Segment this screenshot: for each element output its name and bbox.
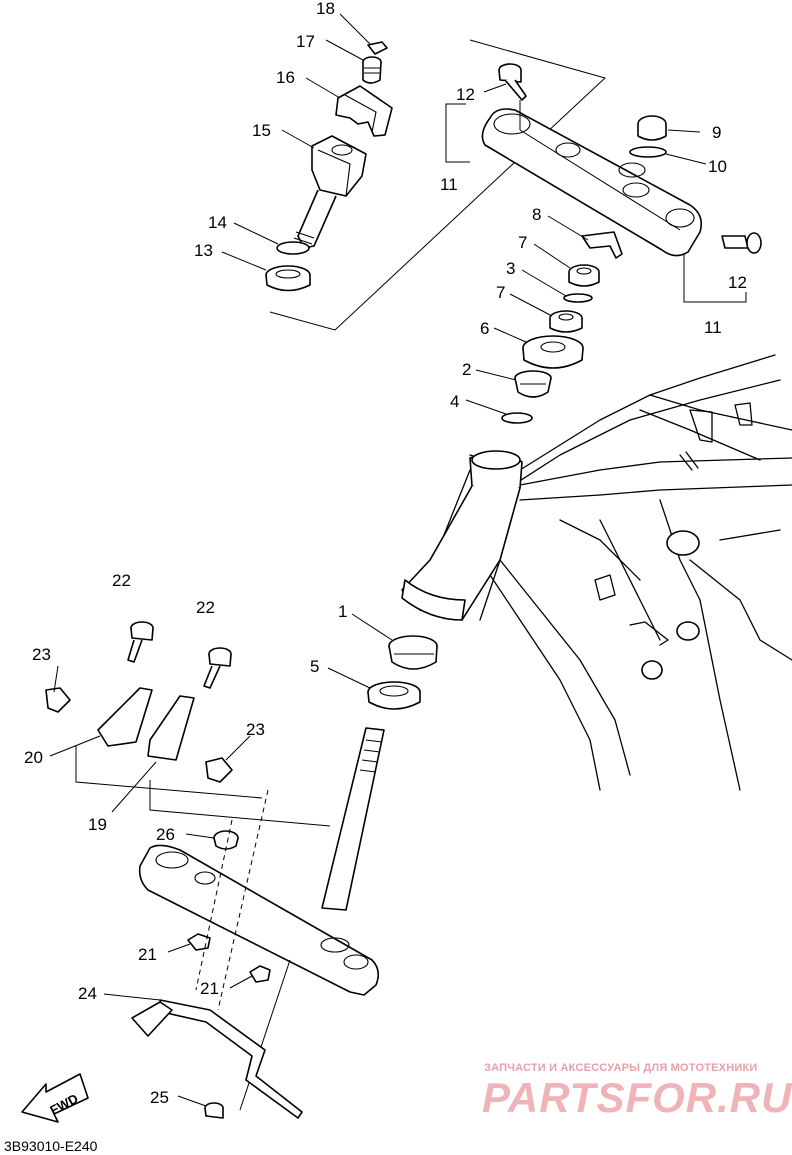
part-26-plug xyxy=(213,830,239,850)
callout-11-side: 11 xyxy=(704,318,722,337)
callout-5: 5 xyxy=(310,657,319,676)
callout-19: 19 xyxy=(88,815,107,834)
part-24-stay xyxy=(159,999,303,1119)
callout-22-right: 22 xyxy=(196,598,215,617)
callout-13: 13 xyxy=(194,241,213,260)
callout-9: 9 xyxy=(712,123,721,142)
callout-labels: 18 17 16 15 14 13 12 11 9 10 8 7 3 7 12 … xyxy=(24,0,747,1107)
stay-group xyxy=(131,999,303,1119)
callout-2: 2 xyxy=(462,360,471,379)
part-15-lower-holder xyxy=(293,135,367,249)
callout-6: 6 xyxy=(480,319,489,338)
callout-24: 24 xyxy=(78,984,97,1003)
callout-16: 16 xyxy=(276,68,295,87)
callout-12-top: 12 xyxy=(456,85,475,104)
watermark-logo: PARTSFOR.RU xyxy=(482,1074,792,1121)
part-19-bracket xyxy=(147,695,195,761)
callout-11-top: 11 xyxy=(440,175,458,194)
callout-12-side: 12 xyxy=(728,273,747,292)
callout-15: 15 xyxy=(252,121,271,140)
part-11-upper-bracket xyxy=(481,108,703,257)
lower-bearing-group xyxy=(367,635,438,710)
callout-25: 25 xyxy=(150,1088,169,1107)
callout-22-left: 22 xyxy=(112,571,131,590)
part-23-clip-right xyxy=(205,757,233,783)
cable-bracket-group xyxy=(45,621,331,827)
part-21-nut-right xyxy=(249,965,271,983)
part-10-washer xyxy=(629,146,667,158)
watermark-tagline: ЗАПЧАСТИ И АКСЕССУАРЫ ДЛЯ МОТОТЕХНИКИ xyxy=(484,1062,758,1074)
part-7-nut-upper xyxy=(568,264,600,287)
part-3-washer xyxy=(563,293,593,303)
callout-21-left: 21 xyxy=(138,945,157,964)
callout-18: 18 xyxy=(316,0,335,18)
part-12-bolt-top xyxy=(498,63,527,101)
callout-4: 4 xyxy=(450,392,459,411)
part-5-seal xyxy=(367,681,421,710)
callout-20: 20 xyxy=(24,748,43,767)
callout-7-upper: 7 xyxy=(518,233,527,252)
part-9-cap-nut xyxy=(637,115,667,141)
steering-stem-shaft xyxy=(321,727,385,911)
part-23-clip-left xyxy=(45,687,71,713)
callout-7-lower: 7 xyxy=(496,283,505,302)
callout-21-right: 21 xyxy=(200,979,219,998)
part-20-bracket xyxy=(97,687,153,747)
part-6-cover xyxy=(522,335,584,369)
callout-26: 26 xyxy=(156,825,175,844)
part-22-bolt-left xyxy=(127,621,154,663)
diagram-code: 3B93010-E240 xyxy=(4,1138,98,1154)
part-7-nut-lower xyxy=(549,310,583,333)
upper-bracket-group xyxy=(445,63,762,303)
part-8-lock-washer xyxy=(581,231,623,259)
callout-23-right: 23 xyxy=(246,720,265,739)
callout-leaders xyxy=(49,13,707,1107)
part-22-bolt-right xyxy=(203,647,232,689)
callout-10: 10 xyxy=(708,157,727,176)
part-18-screw xyxy=(367,41,388,55)
callout-3: 3 xyxy=(506,259,515,278)
part-12-bolt-side xyxy=(721,232,762,254)
steering-stack xyxy=(501,231,623,424)
part-17-bolt xyxy=(362,56,382,84)
callout-8: 8 xyxy=(532,205,541,224)
handlebar-holder-group xyxy=(265,39,606,331)
callout-23-left: 23 xyxy=(32,645,51,664)
part-14-washer xyxy=(276,241,310,255)
fwd-arrow: FWD xyxy=(21,1073,89,1123)
callout-17: 17 xyxy=(296,32,315,51)
part-16-upper-holder xyxy=(335,85,393,137)
under-bracket-group xyxy=(138,727,385,1111)
part-1-bearing-lower xyxy=(388,635,438,670)
callout-1: 1 xyxy=(338,602,347,621)
part-25-bolt xyxy=(204,1102,224,1119)
part-4-race xyxy=(501,412,533,424)
part-2-bearing-upper xyxy=(514,370,552,398)
callout-14: 14 xyxy=(208,213,227,232)
motorcycle-frame xyxy=(401,354,792,791)
part-21-nut-left xyxy=(187,933,211,951)
part-13-damper xyxy=(265,265,311,292)
